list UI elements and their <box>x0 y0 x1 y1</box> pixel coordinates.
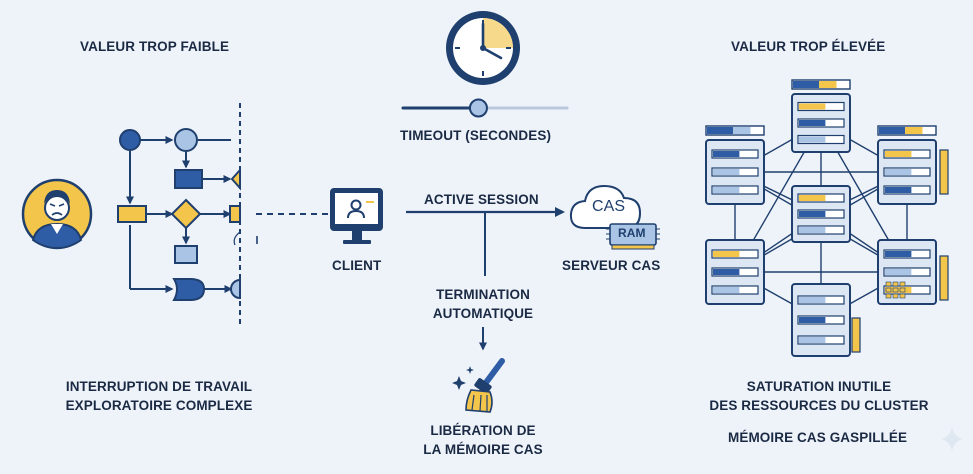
exploratory-workflow-flowchart <box>117 128 241 301</box>
node-slot-fill <box>799 103 826 110</box>
termination-line-2: AUTOMATIQUE <box>432 306 534 321</box>
ram-label: RAM <box>618 226 646 240</box>
frustrated-user-icon <box>21 178 93 250</box>
release-label: LIBÉRATION DE LA MÉMOIRE CAS <box>0 421 966 459</box>
node-memory-fill <box>793 81 820 88</box>
node-slot-fill <box>885 251 912 257</box>
node-grid-cell <box>892 281 899 287</box>
cas-cloud-label: CAS <box>592 198 626 215</box>
node-memory-fill <box>733 127 751 134</box>
node-gauge <box>851 317 861 353</box>
cas-server-label: SERVEUR CAS <box>562 258 661 273</box>
wasted-memory-label: MÉMOIRE CAS GASPILLÉE <box>728 430 908 445</box>
timeout-slider[interactable] <box>401 98 569 118</box>
node-slot-fill <box>885 169 912 175</box>
node-slot-fill <box>885 187 912 193</box>
too-high-title: VALEUR TROP ÉLEVÉE <box>731 39 886 54</box>
node-memory-fill <box>707 127 734 134</box>
node-slot-fill <box>799 317 826 323</box>
release-line-2: LA MÉMOIRE CAS <box>423 442 543 457</box>
node-memory-fill <box>905 127 923 134</box>
node-slot-fill <box>713 151 740 157</box>
node-slot-fill <box>799 297 826 303</box>
node-slot-fill <box>885 151 912 157</box>
node-slot-fill <box>713 251 740 257</box>
node-slot-fill <box>713 169 740 175</box>
termination-line-1: TERMINATION <box>436 287 530 302</box>
cas-server-cloud-icon <box>569 184 660 250</box>
active-session-label: ACTIVE SESSION <box>424 192 539 207</box>
node-memory-fill <box>879 127 906 134</box>
interruption-line-2: EXPLORATOIRE COMPLEXE <box>65 398 253 413</box>
node-grid-cell <box>899 287 906 293</box>
node-gauge <box>939 149 949 195</box>
node-slot-fill <box>799 136 826 143</box>
node-slot-fill <box>799 227 826 233</box>
node-slot-fill <box>799 211 826 217</box>
node-slot-fill <box>885 269 912 275</box>
node-slot-fill <box>713 269 740 275</box>
node-slot-fill <box>713 187 740 193</box>
termination-label: TERMINATION AUTOMATIQUE <box>0 285 966 323</box>
saturation-line-1: SATURATION INUTILE <box>746 379 892 394</box>
node-slot-fill <box>713 287 740 293</box>
client-label: CLIENT <box>332 258 382 273</box>
saturation-label: SATURATION INUTILE DES RESSOURCES DU CLU… <box>678 377 960 415</box>
release-line-1: LIBÉRATION DE <box>430 423 536 438</box>
saturation-line-2: DES RESSOURCES DU CLUSTER <box>709 398 929 413</box>
node-slot-fill <box>799 195 826 201</box>
timeout-label: TIMEOUT (SECONDES) <box>400 128 552 143</box>
node-grid-cell <box>892 293 899 299</box>
node-slot-fill <box>799 120 826 126</box>
timeout-slider-handle[interactable] <box>468 98 488 118</box>
client-monitor-icon <box>330 188 383 244</box>
node-memory-fill <box>819 81 837 88</box>
node-grid-cell <box>899 293 906 299</box>
interruption-label: INTERRUPTION DE TRAVAIL EXPLORATOIRE COM… <box>0 377 318 415</box>
broom-icon <box>452 358 505 413</box>
interruption-line-1: INTERRUPTION DE TRAVAIL <box>65 379 253 394</box>
node-grid-cell <box>892 287 899 293</box>
sparkle-icon <box>941 427 963 451</box>
node-grid-cell <box>885 293 892 299</box>
clock-icon <box>446 11 520 85</box>
cas-cluster-diagram <box>705 79 949 357</box>
node-grid-cell <box>899 281 906 287</box>
node-grid-cell <box>885 281 892 287</box>
too-low-title: VALEUR TROP FAIBLE <box>80 39 230 54</box>
node-gauge <box>939 255 949 301</box>
node-grid-cell <box>885 287 892 293</box>
node-slot-fill <box>799 337 826 343</box>
